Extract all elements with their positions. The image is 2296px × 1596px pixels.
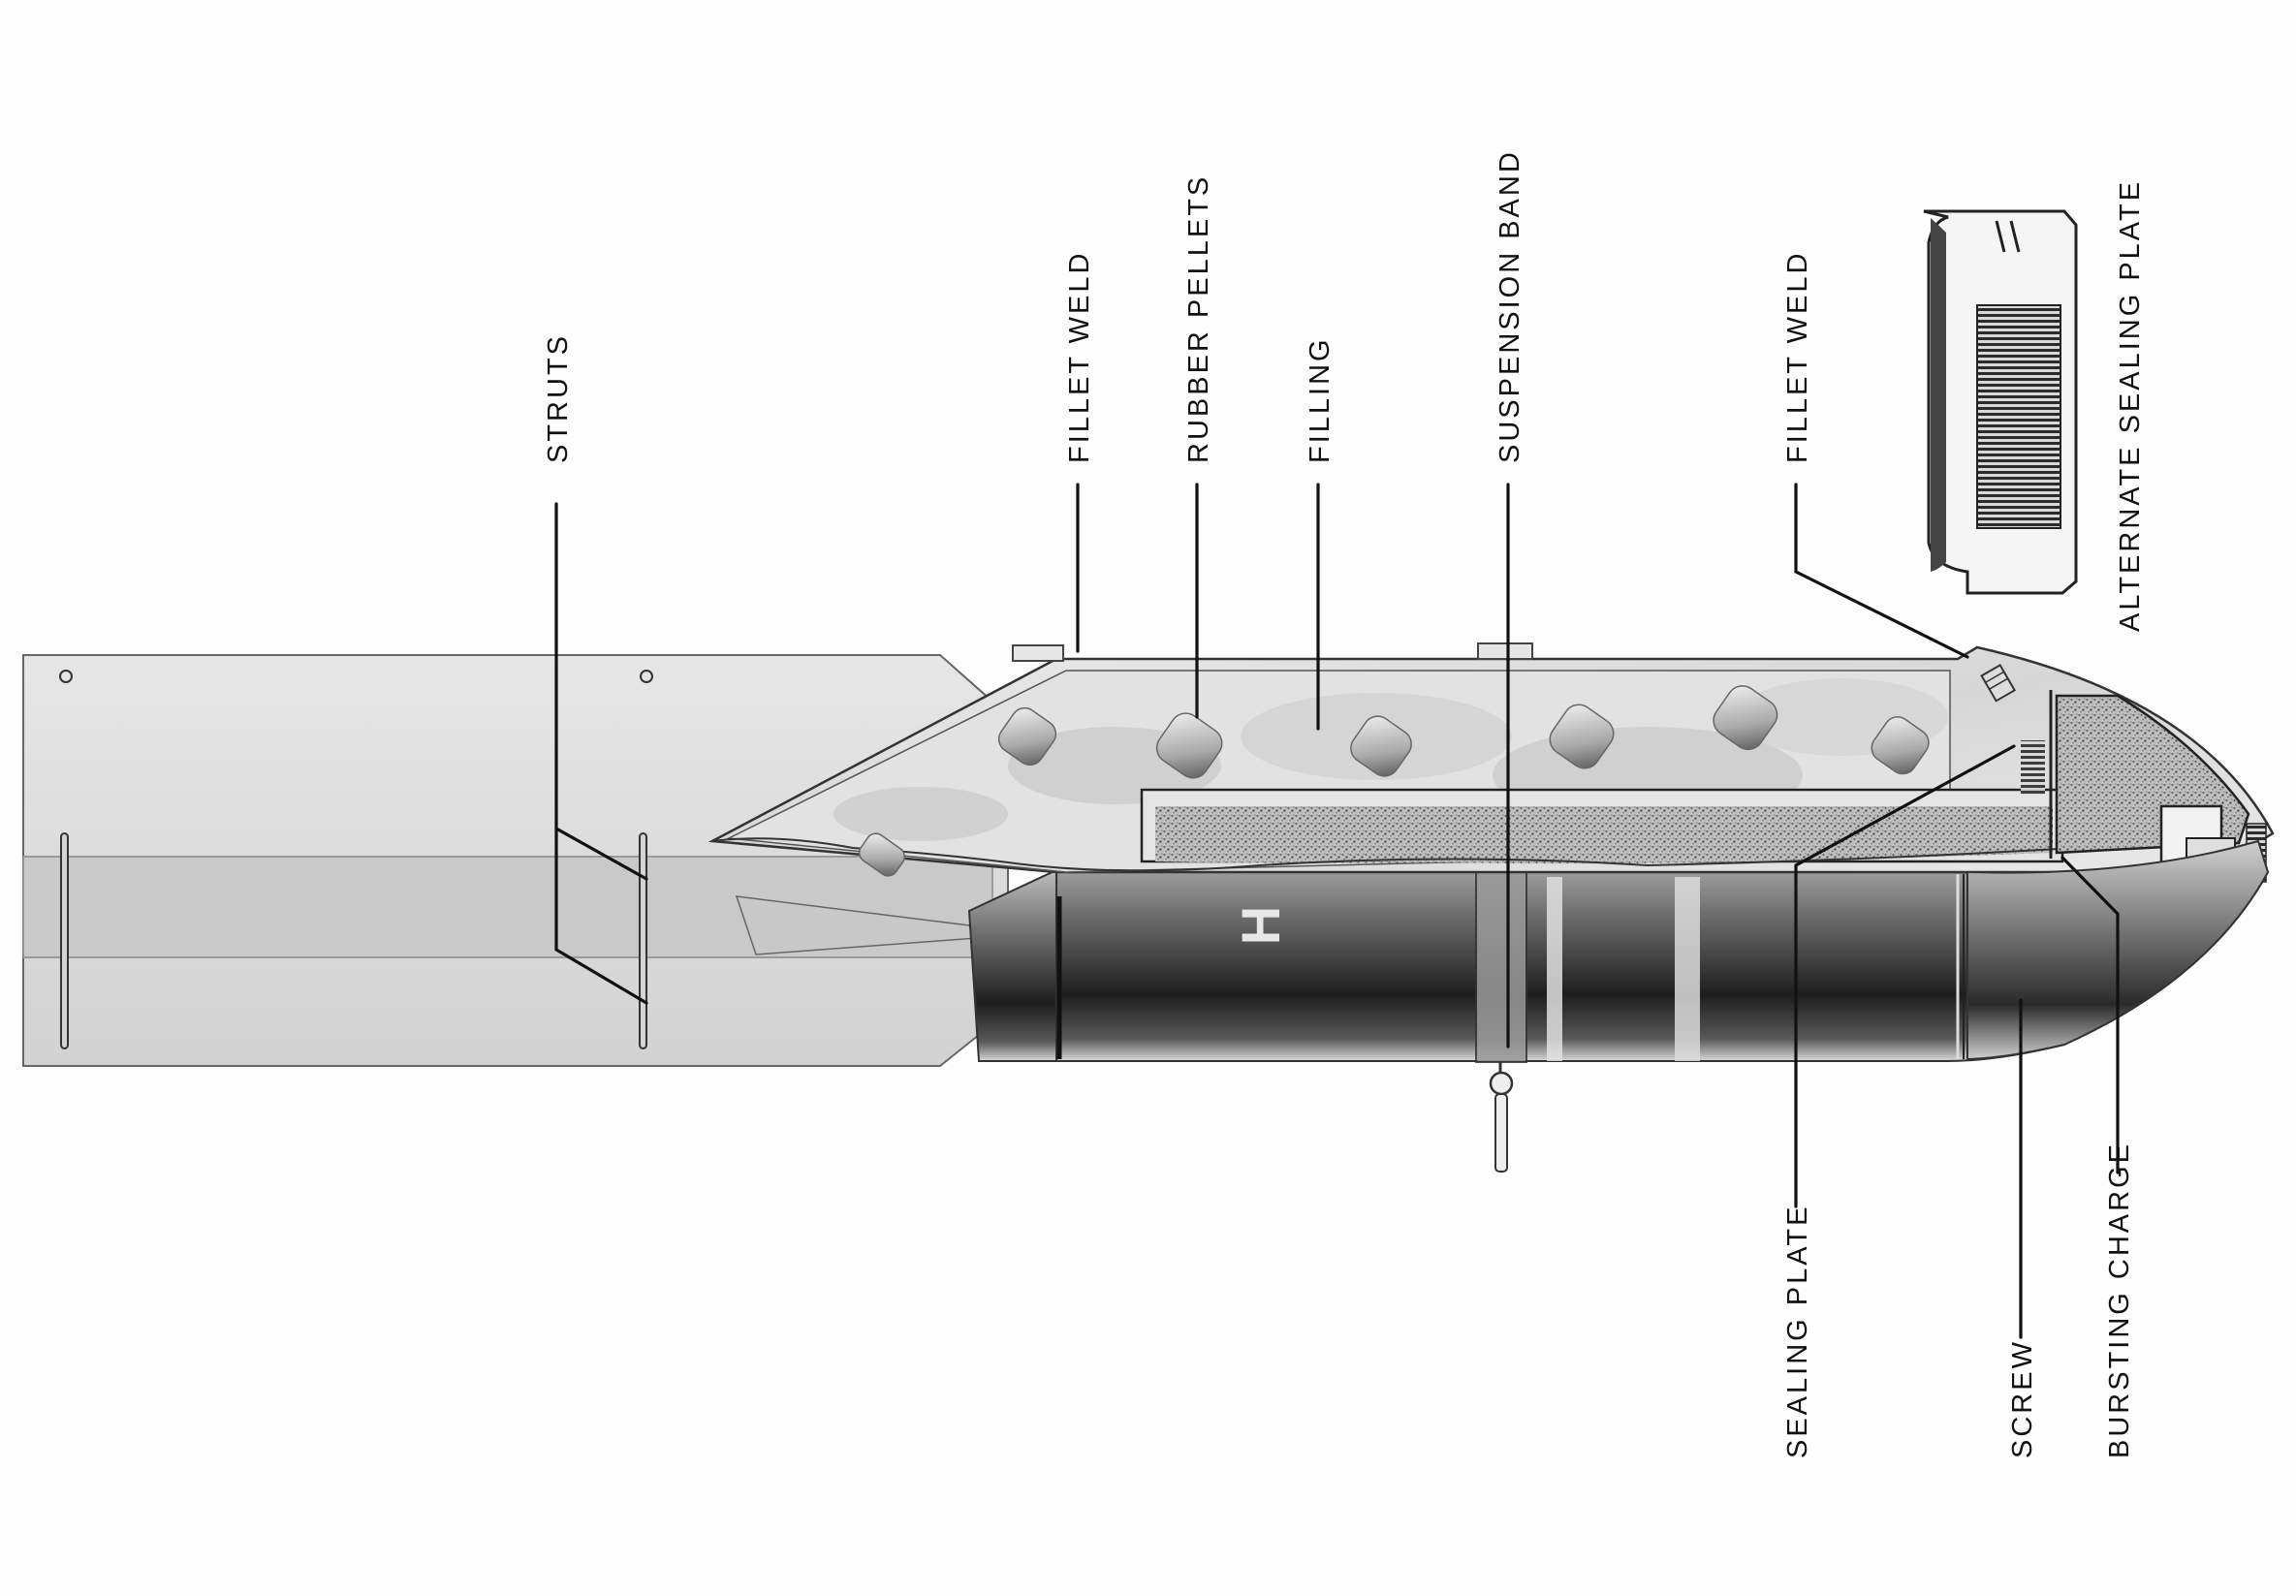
rubber-pellets (858, 685, 1930, 877)
leader-lines (554, 483, 2120, 1339)
suspension-lug (1489, 1071, 1514, 1096)
suspension-band (1475, 871, 1527, 1063)
fin-hole-left (59, 670, 73, 683)
bursting-charge (1155, 806, 2053, 864)
label-sealing-plate: SEALING PLATE (1782, 1205, 1813, 1459)
alternate-sealing-plate-drawing (1923, 209, 2078, 595)
bomb-body: H (967, 839, 2270, 1173)
filling-plug (1980, 663, 2017, 703)
label-alternate-sealing-plate: ALTERNATE SEALING PLATE (2115, 179, 2146, 632)
label-suspension-band: SUSPENSION BAND (1494, 149, 1525, 463)
sealing-plate (2021, 740, 2045, 795)
tail-marking: H (1230, 906, 1291, 945)
fin-hole-right (640, 670, 653, 683)
tail-fin-assembly (22, 654, 1009, 1067)
label-rubber-pellets: RUBBER PELLETS (1183, 174, 1214, 463)
label-screw: SCREW (2007, 1339, 2038, 1458)
label-fillet-weld-nose: FILLET WELD (1782, 251, 1813, 463)
label-bursting-charge: BURSTING CHARGE (2104, 1142, 2135, 1458)
label-filling: FILLING (1305, 336, 1336, 463)
labels: STRUTS FILLET WELD RUBBER PELLETS FILLIN… (543, 149, 2146, 1458)
fillet-weld-tail-bead (1012, 644, 1064, 662)
strut-right (639, 832, 647, 1049)
fillet-weld-band-bead (1477, 642, 1533, 660)
label-fillet-weld-tail: FILLET WELD (1064, 251, 1095, 463)
strut-left (60, 832, 69, 1049)
label-struts: STRUTS (543, 333, 574, 463)
